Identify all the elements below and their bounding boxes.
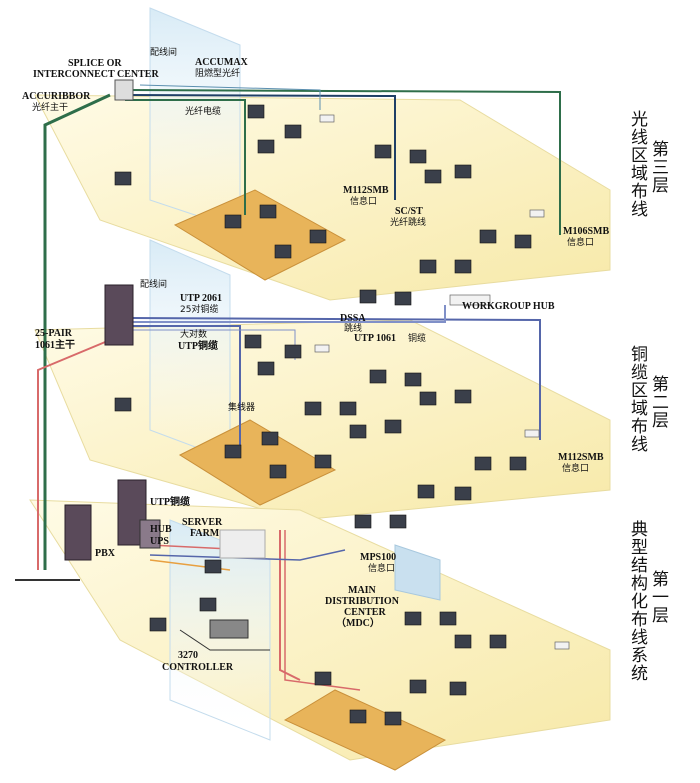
patch-room-3-label: 配线间	[150, 48, 178, 58]
info-outlet-2-label: 信息口	[567, 238, 595, 248]
accumax-label: ACCUMAX	[195, 57, 248, 68]
mps100-label: MPS100	[360, 552, 397, 563]
mdc-label: （MDC）	[336, 618, 380, 629]
equipment-racks	[64, 79, 266, 639]
layer1-floor-title: 第一层	[648, 570, 668, 624]
m112smb-mid-label: M112SMB	[558, 452, 604, 463]
layer1-desc-title: 典型结构化布线系统	[627, 520, 647, 682]
workgroup-hub-label: WORKGROUP HUB	[462, 301, 555, 312]
ups-label: UPS	[150, 536, 169, 547]
distribution-label: DISTRIBUTION	[325, 596, 399, 607]
fiber-cables	[43, 84, 561, 570]
mdc-wall	[394, 544, 441, 601]
c3270-label: 3270	[178, 650, 198, 661]
layer2-floor-title: 第二层	[648, 375, 668, 429]
info-outlet-4-label: 信息口	[368, 564, 396, 574]
scst-label: SC/ST	[395, 206, 423, 217]
scst-cn-label: 光纤跳线	[390, 218, 427, 228]
accumax-cn-label: 阻燃型光纤	[195, 69, 241, 79]
main-label: MAIN	[348, 585, 376, 596]
workstations	[114, 104, 532, 726]
layer2-desc-title: 铜缆区域布线	[627, 345, 647, 453]
hub-cn-label: 集线器	[228, 403, 256, 413]
big-pair-utp-label: UTP铜缆	[178, 341, 218, 352]
hub-label: HUB	[150, 524, 172, 535]
server-label: SERVER	[182, 517, 223, 528]
fiber-trunk-label: 光纤主干	[32, 103, 69, 113]
work-area-2	[178, 419, 337, 506]
layer3-floor-title: 第三层	[648, 140, 668, 194]
outlet-boxes	[314, 114, 570, 650]
utp1061-cn-label: 铜缆	[408, 334, 427, 344]
m112smb-top-label: M112SMB	[343, 185, 389, 196]
dssa-label: DSSA	[340, 313, 366, 324]
dssa-cn-label: 跳线	[344, 324, 363, 334]
center-label: CENTER	[344, 607, 386, 618]
work-area-3	[173, 189, 347, 281]
utp2061-label: UTP 2061	[180, 293, 222, 304]
info-outlet-3-label: 信息口	[562, 464, 590, 474]
wall-3	[149, 7, 241, 231]
layer3-desc-title: 光线区域布线	[627, 110, 647, 218]
floor-3-slab	[34, 94, 611, 301]
pbx-label: PBX	[95, 548, 115, 559]
controller-label: CONTROLLER	[162, 662, 234, 673]
patch-room-2-label: 配线间	[140, 280, 168, 290]
utp2061-cn-label: 25对铜缆	[180, 305, 219, 315]
splice-label: SPLICE OR	[68, 58, 122, 69]
pair25-label: 25-PAIR	[35, 328, 73, 339]
interconnect-center-label: INTERCONNECT CENTER	[33, 69, 159, 80]
work-area-1	[283, 689, 447, 771]
utp-cable-label: UTP铜缆	[150, 497, 190, 508]
utp1061-label: UTP 1061	[354, 333, 396, 344]
fiber-cable-label: 光纤电缆	[185, 107, 222, 117]
accuribbor-label: ACCURIBBOR	[22, 91, 91, 102]
big-pair-label: 大对数	[180, 330, 208, 340]
m106smb-label: M106SMB	[563, 226, 610, 237]
pair1061-label: 1061主干	[35, 340, 75, 351]
info-outlet-1-label: 信息口	[350, 197, 378, 207]
farm-label: FARM	[190, 528, 220, 539]
